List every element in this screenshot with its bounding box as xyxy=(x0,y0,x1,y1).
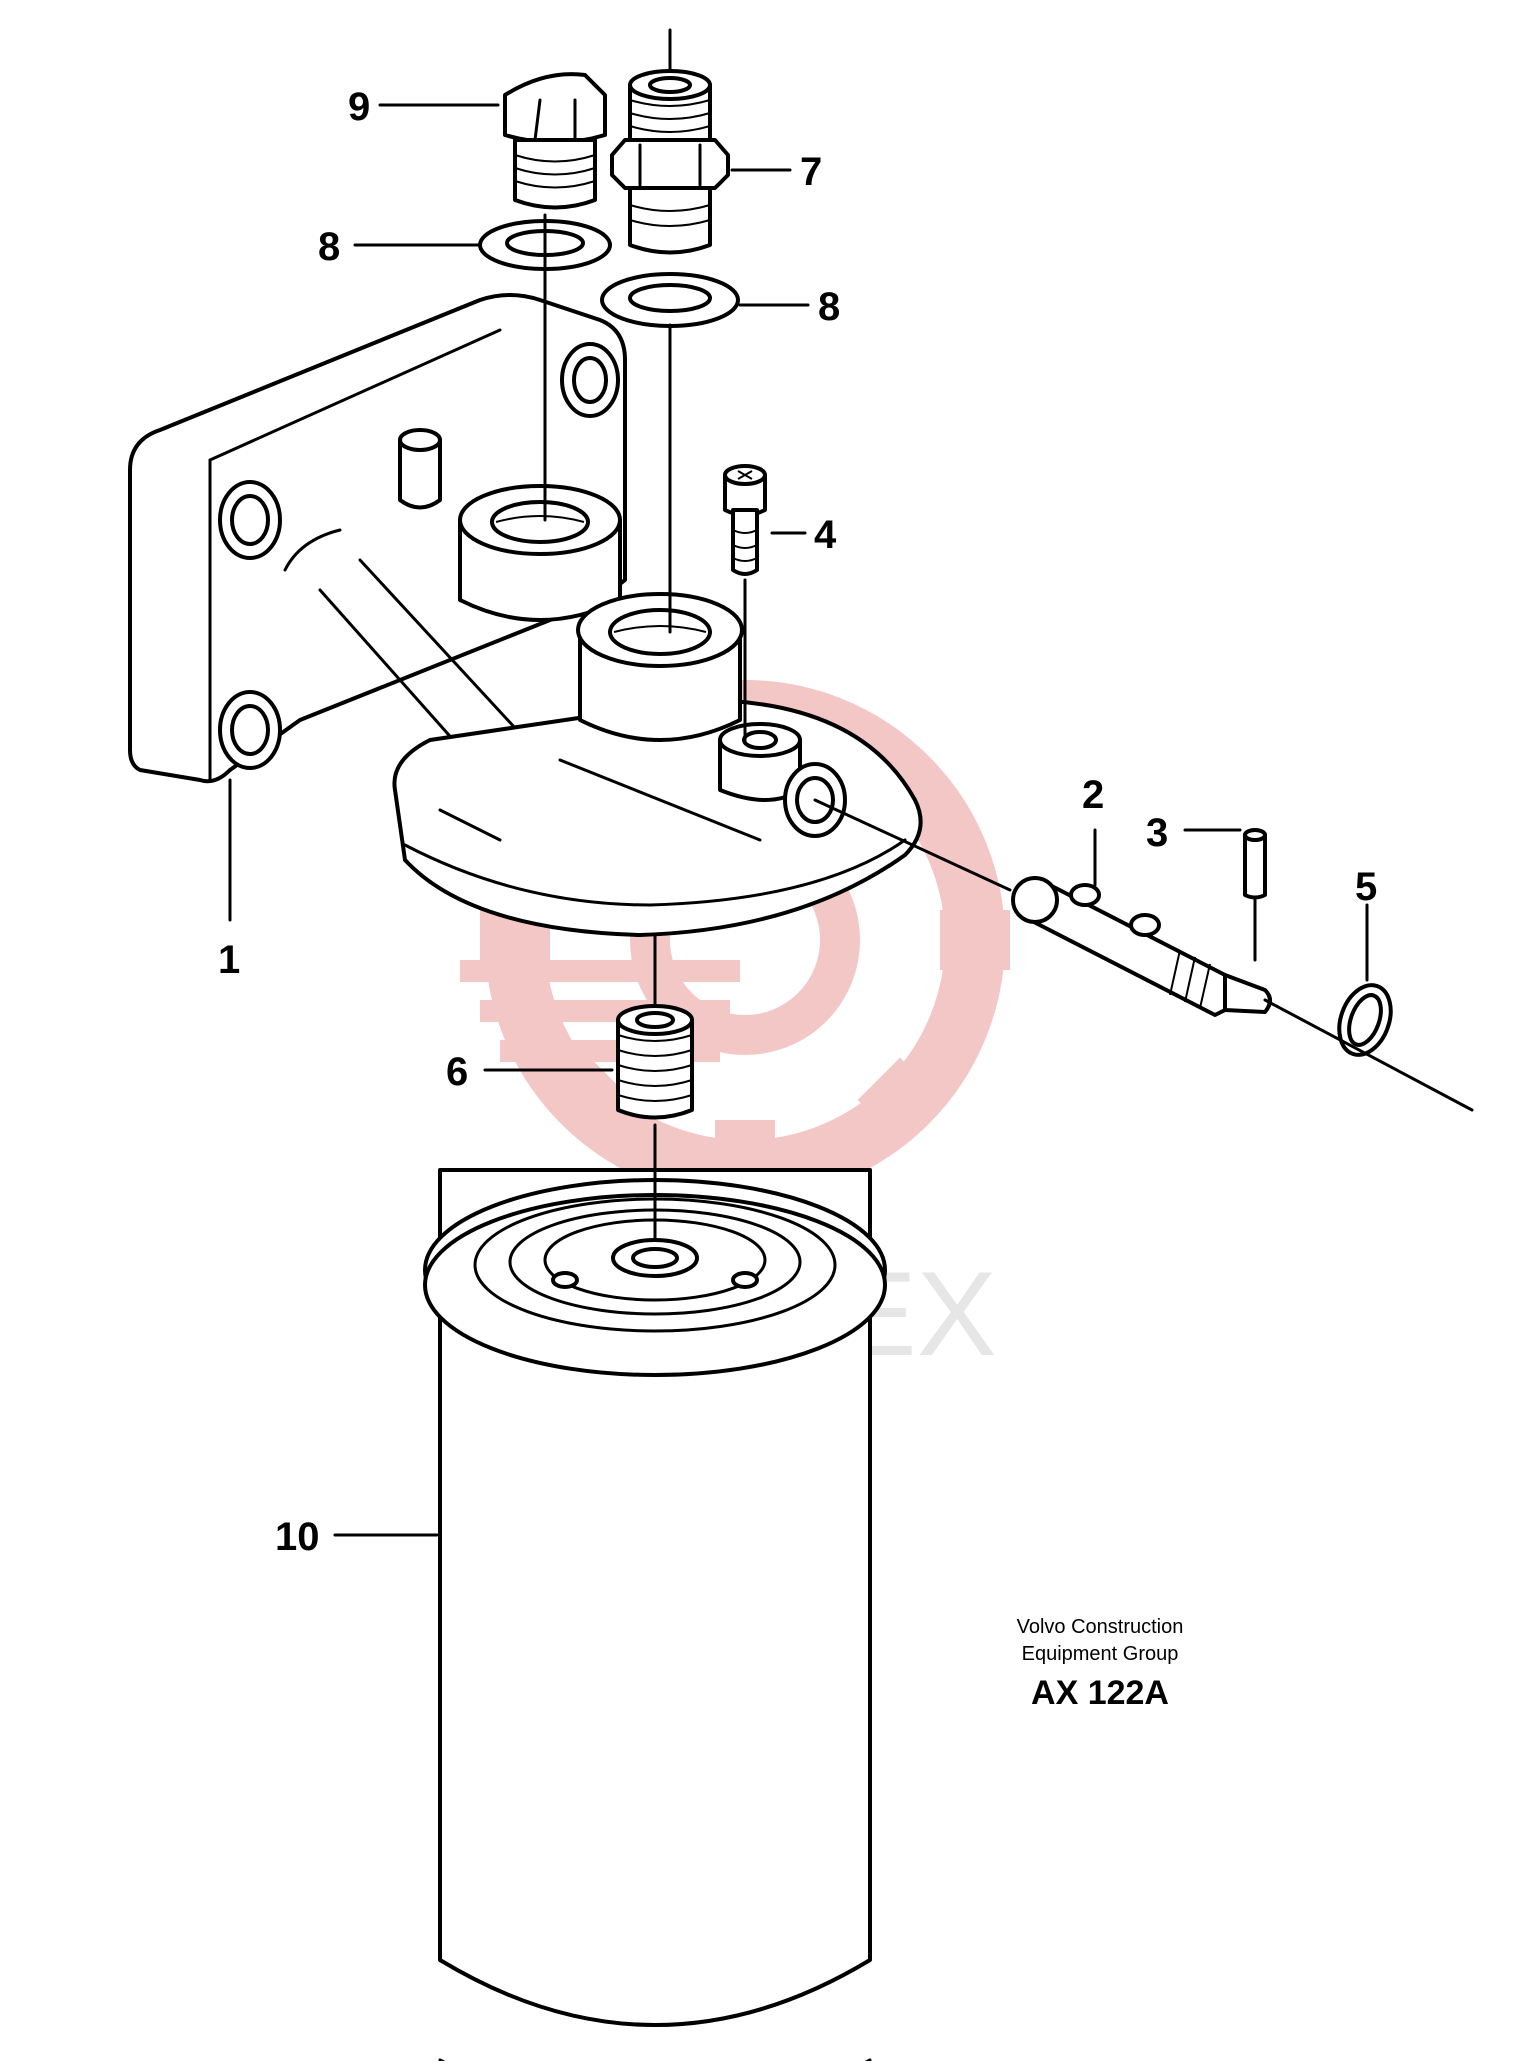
assembly-axes xyxy=(543,28,1474,1242)
threaded-nipple xyxy=(616,1004,694,1120)
drawing-code: AX 122A xyxy=(1031,1674,1169,1712)
callout-10: 10 xyxy=(275,1515,320,1559)
sealing-washer-lower xyxy=(600,272,740,328)
callout-8-lower: 8 xyxy=(818,285,840,329)
callout-8-upper: 8 xyxy=(318,225,340,269)
callout-labels: 1 2 3 4 5 6 7 8 8 9 10 xyxy=(218,85,1377,1559)
hex-plug xyxy=(503,72,607,210)
callout-4: 4 xyxy=(814,513,837,557)
credit-line-1: Volvo Construction xyxy=(1017,1616,1184,1638)
socket-head-screw xyxy=(723,464,767,576)
o-ring xyxy=(1337,983,1393,1057)
filter-head-housing xyxy=(128,293,923,937)
callout-5: 5 xyxy=(1355,865,1377,909)
nipple-connector xyxy=(610,69,730,255)
filter-cartridge xyxy=(423,1168,887,2061)
callout-9: 9 xyxy=(348,85,370,129)
valve-pin xyxy=(1011,876,1272,1017)
leader-lines xyxy=(228,103,1369,1537)
credit-line-2: Equipment Group xyxy=(1022,1643,1179,1665)
callout-1: 1 xyxy=(218,938,240,982)
credit-block: Volvo Construction Equipment Group AX 12… xyxy=(1017,1616,1184,1712)
roll-pin xyxy=(1243,828,1267,900)
callout-7: 7 xyxy=(800,150,822,194)
callout-3: 3 xyxy=(1146,811,1168,855)
callout-2: 2 xyxy=(1082,773,1104,817)
callout-6: 6 xyxy=(446,1050,468,1094)
